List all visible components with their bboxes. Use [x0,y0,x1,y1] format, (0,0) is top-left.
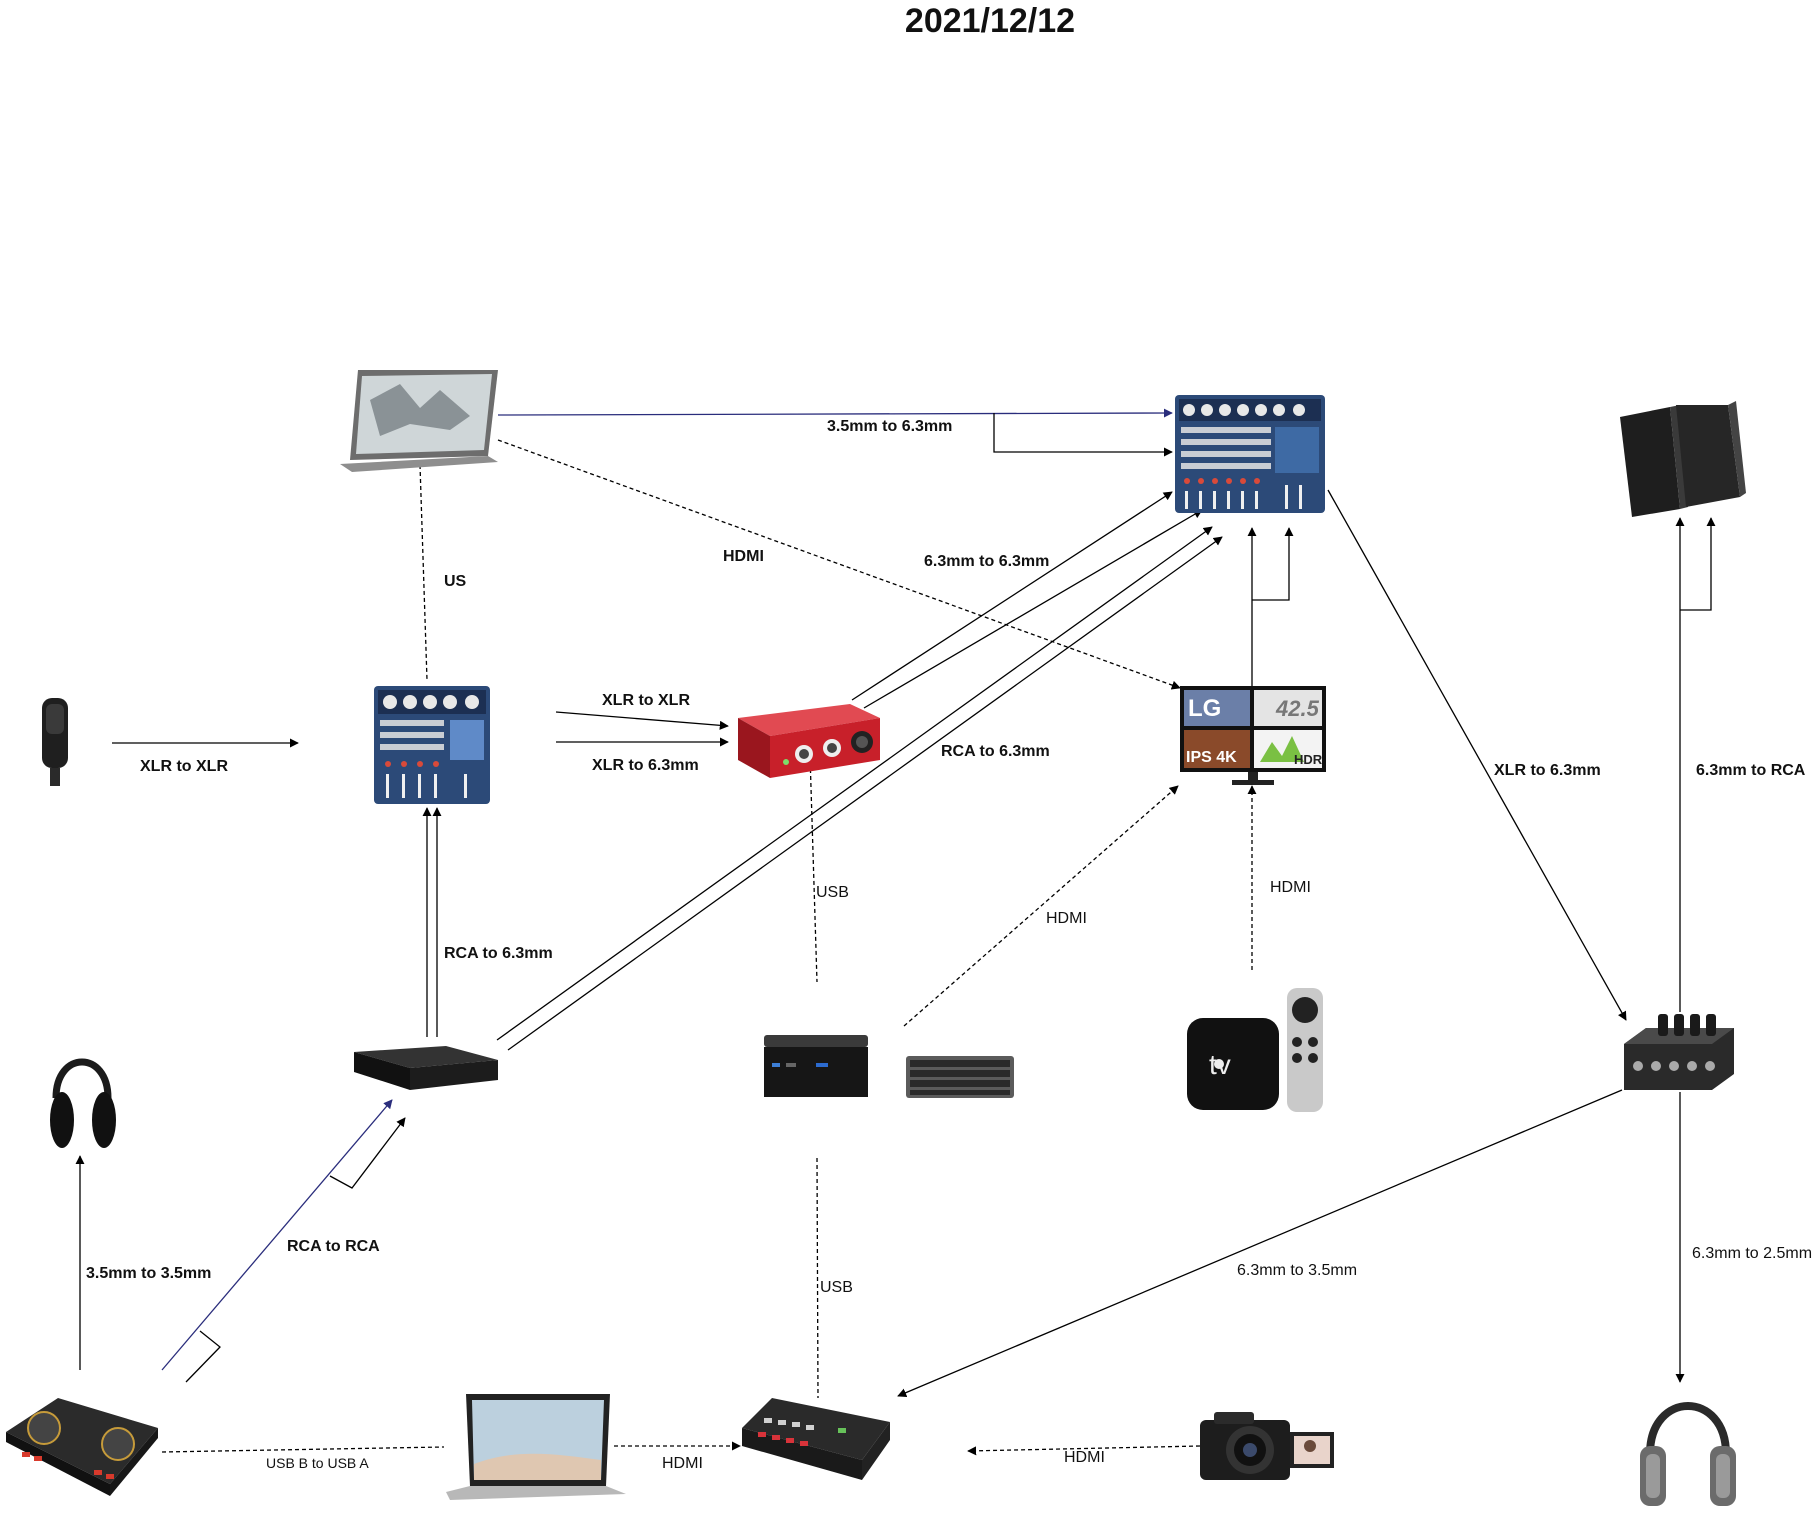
edge-monitor-to-large-mixer-branch[interactable] [1252,527,1294,601]
mini-pc-icon[interactable] [764,1035,868,1097]
edge-interface-to-large-mixer-b[interactable] [863,509,1203,709]
label-microphone-to-small-mixer: XLR to XLR [140,758,228,775]
edge-chromebook-to-large-mixer-branch[interactable] [993,413,1173,457]
page-title: 2021/12/12 [904,2,1076,40]
dj-controller-icon[interactable] [6,1398,158,1496]
monitor-brand: LG [1188,695,1221,722]
monitor-resolution: IPS 4K [1186,749,1237,766]
label-chromebook-to-large-mixer: 3.5mm to 6.3mm [827,418,952,435]
edge-interface-to-mini-pc[interactable] [809,754,818,983]
edge-camera-to-switcher[interactable] [967,1445,1201,1456]
monitor-icon[interactable]: LG 42.5 IPS 4K HDR [1180,686,1326,785]
edge-dj-to-pc-branch[interactable] [185,1118,405,1383]
label-camera-to-switcher: HDMI [1064,1449,1105,1466]
edges [75,408,1716,1456]
edge-large-mixer-to-amp[interactable] [1327,489,1627,1021]
label-interface-to-large-mixer: 6.3mm to 6.3mm [924,553,1049,570]
label-pc-to-large-mixer: RCA to 6.3mm [941,743,1050,760]
laptop-icon[interactable] [446,1394,626,1500]
label-small-mixer-to-interface-63: XLR to 6.3mm [592,757,699,774]
video-switcher-icon[interactable] [742,1398,890,1480]
audio-interface-icon[interactable] [738,704,880,778]
label-interface-to-mini-pc: USB [816,884,849,901]
edge-dj-to-laptop[interactable] [161,1446,445,1453]
edge-dj-to-pc[interactable] [161,1099,393,1371]
edge-pc-to-large-mixer-b[interactable] [507,536,1223,1051]
edge-small-mixer-to-interface-xlr[interactable] [555,711,729,730]
microphone-icon[interactable] [42,698,68,786]
label-large-mixer-to-amp: XLR to 6.3mm [1494,762,1601,779]
label-small-mixer-to-interface-xlr: XLR to XLR [602,692,690,709]
edge-labels: 3.5mm to 6.3mm HDMI US 6.3mm to 6.3mm XL… [86,418,1812,1472]
small-mixer-icon[interactable] [374,686,490,804]
apple-tv-icon[interactable]: tv [1187,988,1323,1112]
large-mixer-icon[interactable] [1175,395,1325,513]
edge-chromebook-to-monitor[interactable] [497,439,1181,690]
label-minipc-to-monitor: HDMI [1046,910,1087,927]
edge-amp-to-switcher[interactable] [897,1089,1623,1398]
monitor-hdr: HDR [1294,752,1323,767]
label-appletv-to-monitor: HDMI [1270,879,1311,896]
speakers-icon[interactable] [1620,401,1746,517]
headphone-amp-icon[interactable] [1624,1014,1734,1090]
label-dj-to-pc: RCA to RCA [287,1238,380,1255]
label-chromebook-to-monitor: HDMI [723,548,764,565]
label-dj-to-headphones: 3.5mm to 3.5mm [86,1265,211,1282]
studio-headphones-icon[interactable] [1640,1402,1736,1506]
edge-minipc-to-monitor[interactable] [903,785,1179,1027]
label-minipc-to-switcher: USB [820,1279,853,1296]
headphones-icon[interactable] [50,1058,116,1148]
monitor-size: 42.5 [1275,696,1320,721]
label-pc-to-small-mixer: RCA to 6.3mm [444,945,553,962]
label-amp-to-studio-headphones: 6.3mm to 2.5mm [1692,1245,1812,1262]
edge-chromebook-to-small-mixer[interactable] [419,464,428,681]
edge-interface-to-large-mixer-a[interactable] [851,491,1173,701]
label-amp-to-switcher: 6.3mm to 3.5mm [1237,1262,1357,1279]
edge-amp-to-speakers-branch[interactable] [1680,517,1716,611]
label-chromebook-to-small-mixer: US [444,573,467,590]
edge-minipc-to-switcher[interactable] [816,1157,819,1399]
edge-chromebook-to-large-mixer[interactable] [497,408,1173,418]
label-laptop-to-switcher: HDMI [662,1455,703,1472]
label-amp-to-speakers: 6.3mm to RCA [1696,762,1806,779]
keyboard-icon[interactable] [906,1056,1014,1098]
edge-pc-to-large-mixer-a[interactable] [496,526,1213,1041]
camera-icon[interactable] [1200,1412,1334,1480]
convertible-laptop-icon[interactable] [340,370,498,472]
mini-pc-icon[interactable] [354,1046,498,1090]
label-dj-to-laptop: USB B to USB A [266,1455,369,1471]
